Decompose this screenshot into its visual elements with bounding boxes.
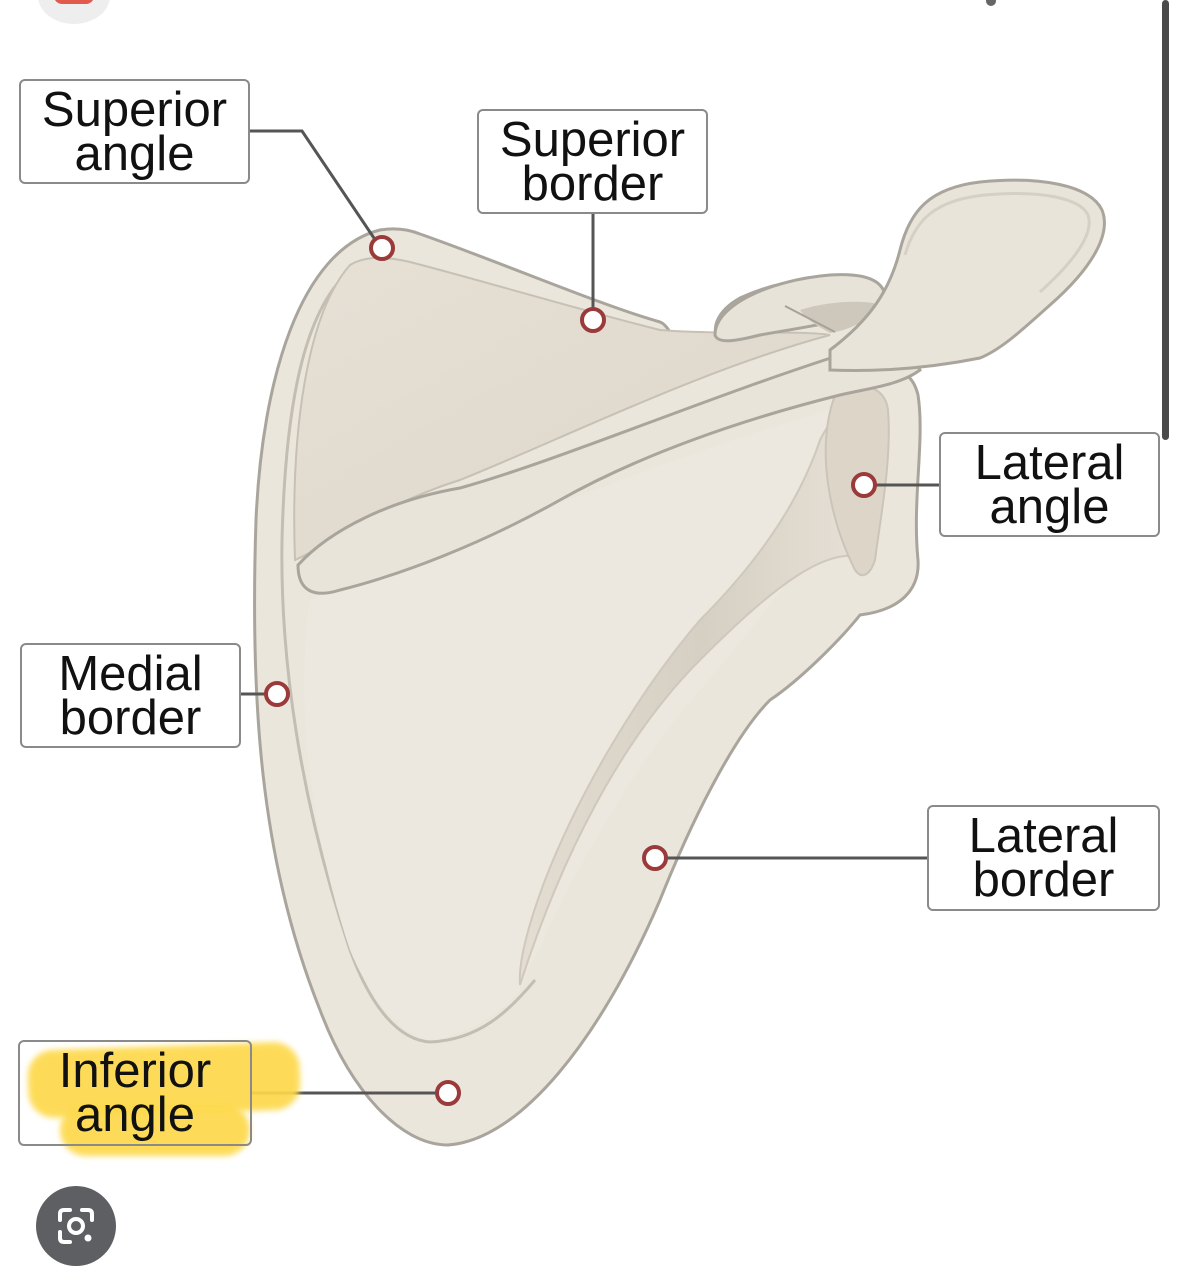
lens-button[interactable]: [36, 1186, 116, 1266]
label-lateral-angle: Lateral angle: [939, 432, 1160, 537]
label-inferior-angle: Inferior angle: [18, 1040, 252, 1146]
label-lateral-angle-line1: Lateral: [974, 435, 1125, 490]
more-options-icon[interactable]: [986, 0, 996, 6]
label-lateral-border: Lateral border: [927, 805, 1160, 911]
scapula-spine: [296, 348, 922, 595]
label-medial-border-line1: Medial: [58, 646, 203, 701]
label-lateral-border-line2: border: [972, 853, 1115, 907]
leader-superior-angle: [250, 129, 380, 245]
label-medial-border-line2: border: [59, 690, 202, 745]
label-inferior-angle-line1: Inferior: [58, 1044, 212, 1098]
marker-lateral-border[interactable]: [642, 845, 668, 871]
label-superior-angle-line1: Superior: [41, 82, 228, 137]
highlighter-mark-lower: [60, 1104, 250, 1156]
label-superior-border-line1: Superior: [499, 112, 686, 167]
label-inferior-angle-line2: angle: [75, 1088, 195, 1142]
marker-superior-angle[interactable]: [369, 235, 395, 261]
label-superior-border-line2: border: [521, 156, 664, 211]
marker-medial-border[interactable]: [264, 681, 290, 707]
label-lateral-border-line1: Lateral: [968, 809, 1119, 863]
label-superior-angle-line2: angle: [74, 126, 195, 181]
label-superior-border: Superior border: [477, 109, 708, 214]
scrollbar[interactable]: [1162, 0, 1169, 440]
label-superior-angle: Superior angle: [19, 79, 250, 184]
infraspinous-fossa: [304, 410, 840, 1040]
scapula-inner-rim: [280, 273, 537, 1044]
acromion: [828, 178, 1106, 372]
google-lens-icon: [58, 1208, 94, 1244]
marker-inferior-angle[interactable]: [435, 1080, 461, 1106]
label-lateral-angle-line2: angle: [989, 479, 1110, 534]
acromion-inner: [903, 192, 1091, 294]
marker-superior-border[interactable]: [580, 307, 606, 333]
marker-lateral-angle[interactable]: [851, 472, 877, 498]
label-medial-border: Medial border: [20, 643, 241, 748]
supraspinous-fossa: [293, 256, 831, 562]
